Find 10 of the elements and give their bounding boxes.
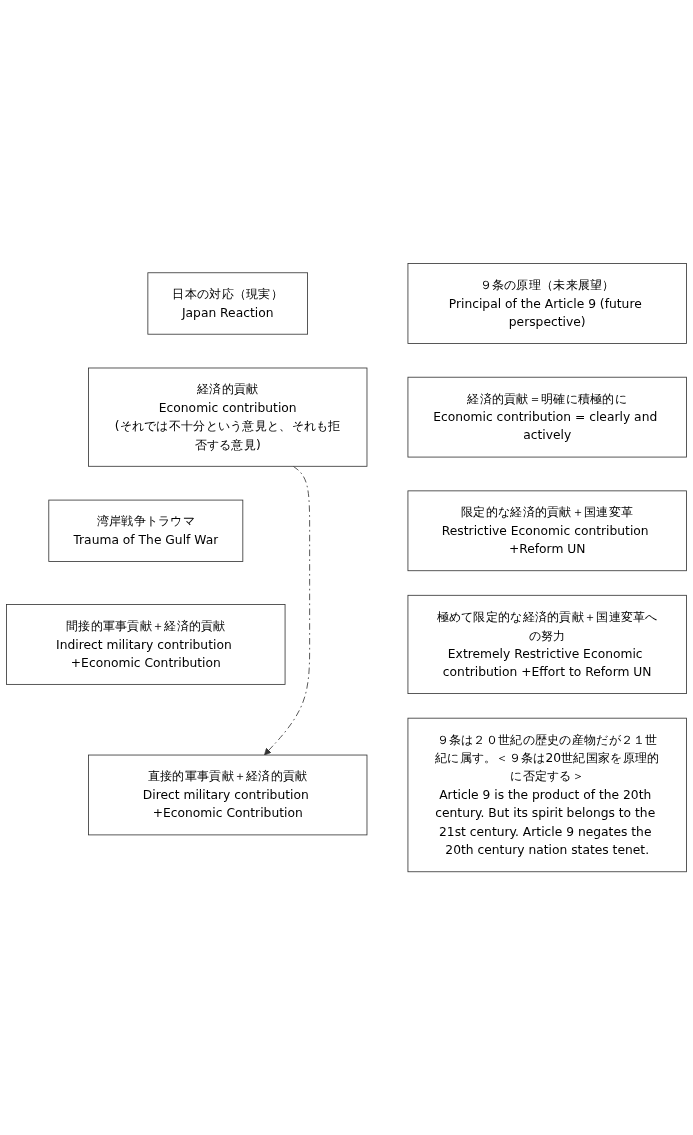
node-box: 限定的な経済的貢献＋国連変革 Restrictive Economic contribution +Reform UN bbox=[407, 490, 687, 571]
node-box: 経済的貢献＝明確に積極的に Economic contribution = clearly and actively bbox=[407, 376, 687, 458]
node-box: 日本の対応（現実） Japan Reaction bbox=[147, 272, 308, 335]
node-box: ９条は２０世紀の歴史の産物だが２１世紀に属す。＜９条は20世紀国家を原理的に否定する＞ Article 9 is the product of the 20th century. But its spirit belongs to the 21st century. Article 9 negates the 20th century nation states tenet. bbox=[407, 717, 687, 872]
node-box: 間接的軍事貢献＋経済的貢献 Indirect military contribution +Economic Contribution bbox=[6, 603, 286, 685]
node-box: ９条の原理（未来展望） Principal of the Article 9 (future perspective) bbox=[407, 263, 687, 344]
node-box: 湾岸戦争トラウマ Trauma of The Gulf War bbox=[48, 499, 244, 562]
node-box: 直接的軍事貢献＋経済的貢献 Direct military contribution +Economic Contribution bbox=[88, 754, 368, 836]
node-box: 経済的貢献 Economic contribution (それでは不十分という意見と、それも拒否する意見) bbox=[88, 367, 368, 467]
node-box: 極めて限定的な経済的貢献＋国連変革への努力 Extremely Restrictive Economic contribution +Effort to Reform UN bbox=[407, 594, 687, 694]
